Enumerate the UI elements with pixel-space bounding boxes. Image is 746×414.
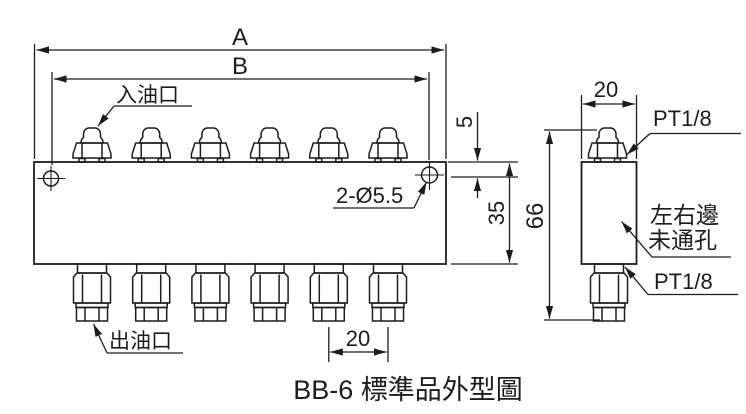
side-note-line2: 未通孔 — [648, 227, 717, 253]
front-view: A B 入油口 出油口 2-Ø5.5 — [33, 24, 518, 362]
inlet-fittings-row — [72, 127, 408, 163]
inlet-port-label: 入油口 — [116, 84, 179, 107]
side-view: 20 66 PT1/8 左右邊 未通孔 PT1/8 — [522, 77, 741, 322]
pt-top-leader — [626, 132, 741, 155]
thread-top-label: PT1/8 — [653, 106, 712, 131]
holes-callout-leader — [333, 181, 428, 209]
dimension-a — [33, 44, 447, 159]
outlet-fitting-side — [589, 263, 629, 322]
dim-20-outlets-label: 20 — [346, 326, 370, 351]
blind-hole-note-leader — [621, 221, 731, 258]
dim-35-label: 35 — [484, 201, 509, 225]
thread-bottom-label: PT1/8 — [654, 269, 713, 294]
mounting-holes-note: 2-Ø5.5 — [336, 183, 403, 208]
mounting-hole-left — [37, 166, 65, 191]
manifold-body-front — [33, 161, 447, 265]
inlet-fitting-side — [587, 127, 628, 163]
pt-bottom-leader — [624, 266, 738, 296]
drawing-title: BB-6 標準品外型圖 — [293, 375, 523, 405]
dim-66-label: 66 — [522, 203, 549, 230]
outlet-port-label: 出油口 — [109, 330, 172, 353]
dimension-20-outlets — [328, 327, 389, 362]
side-note-line1: 左右邊 — [650, 202, 719, 228]
outlet-callout-leader — [92, 323, 183, 354]
outlet-fittings-row — [72, 263, 408, 322]
dimension-66 — [544, 129, 600, 321]
dim-20-depth-label: 20 — [594, 77, 618, 102]
dimension-35 — [451, 163, 518, 265]
dim-b-label: B — [232, 53, 248, 80]
manifold-body-side — [580, 161, 638, 265]
dim-5-label: 5 — [452, 116, 477, 128]
inlet-callout-leader — [97, 105, 192, 127]
dim-a-label: A — [232, 24, 248, 51]
mounting-hole-right — [415, 161, 444, 190]
dimension-b — [51, 72, 430, 165]
